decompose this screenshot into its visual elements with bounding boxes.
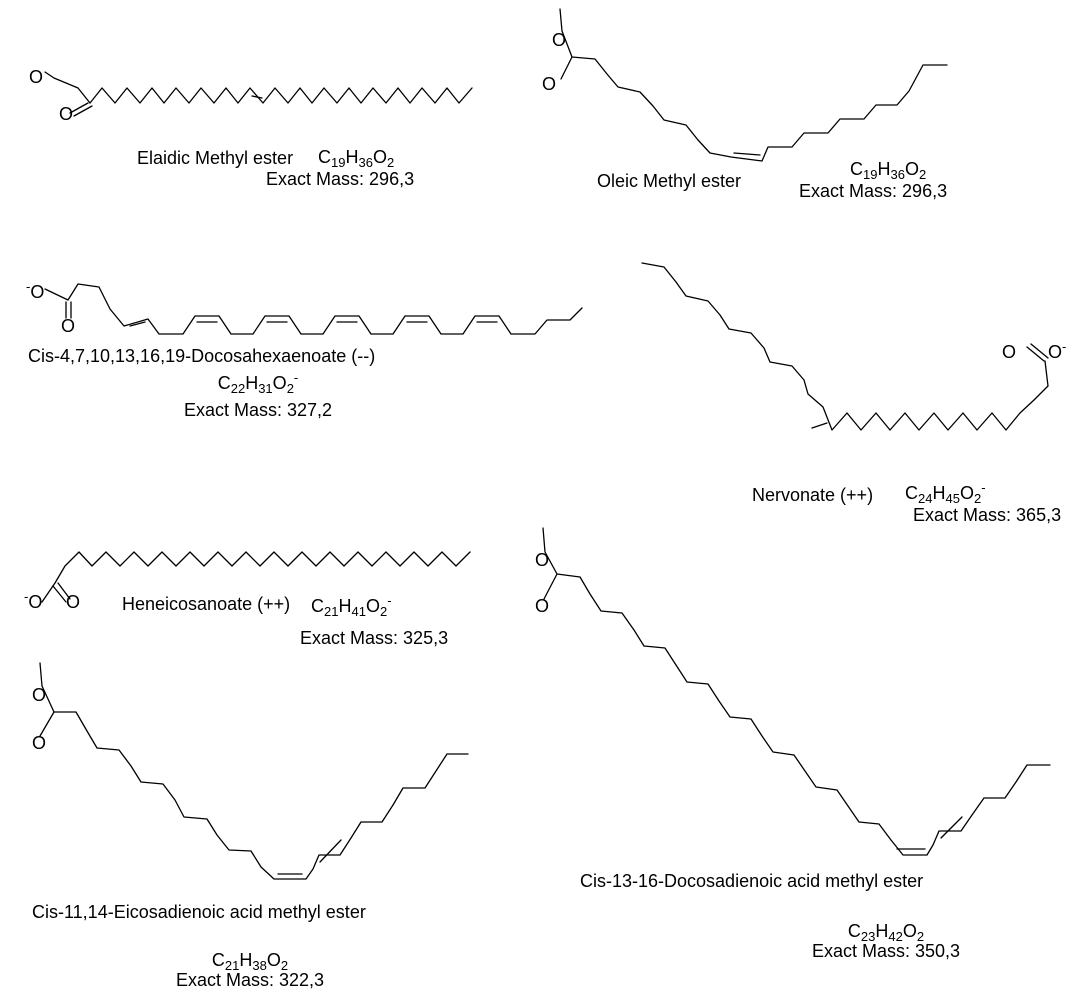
compound-name: Cis-4,7,10,13,16,19-Docosahexaenoate (--… bbox=[28, 346, 376, 366]
compound-formula: C19H36O2 bbox=[318, 147, 395, 170]
atom-oxygen-ester: O bbox=[535, 550, 550, 570]
structure-docosahexaenoate bbox=[44, 283, 583, 335]
compound-formula: C24H45O2- bbox=[905, 480, 986, 506]
atom-oxygen-anion: O- bbox=[1048, 339, 1067, 362]
compound-name: Elaidic Methyl ester bbox=[137, 148, 294, 168]
atom-oxygen-ester: O bbox=[552, 30, 567, 50]
atom-oxygen-carbonyl: O bbox=[66, 592, 81, 612]
compound-formula: C21H41O2- bbox=[311, 593, 392, 619]
compound-exact-mass: Exact Mass: 325,3 bbox=[300, 628, 449, 648]
structure-docosadienoic-methyl-ester bbox=[542, 527, 1051, 856]
compound-formula: C22H31O2- bbox=[217, 370, 299, 396]
atom-oxygen-anion: -O bbox=[24, 589, 43, 612]
compound-formula: C21H38O2 bbox=[211, 950, 289, 973]
atom-oxygen-carbonyl: O bbox=[32, 733, 47, 753]
structure-heneicosanoate bbox=[41, 551, 471, 603]
structure-nervonate bbox=[641, 262, 1049, 431]
compound-exact-mass: Exact Mass: 327,2 bbox=[183, 400, 333, 420]
atom-oxygen-anion: -O bbox=[26, 279, 45, 302]
compound-exact-mass: Exact Mass: 322,3 bbox=[175, 970, 325, 990]
atom-oxygen-carbonyl: O bbox=[1002, 342, 1017, 362]
compound-formula: C19H36O2 bbox=[850, 159, 927, 182]
structure-oleic-methyl-ester bbox=[559, 8, 948, 162]
compound-exact-mass: Exact Mass: 365,3 bbox=[913, 505, 1062, 525]
compound-name: Cis-11,14-Eicosadienoic acid methyl este… bbox=[32, 902, 366, 922]
compound-exact-mass: Exact Mass: 296,3 bbox=[266, 169, 415, 189]
atom-oxygen-carbonyl: O bbox=[535, 596, 550, 616]
atom-oxygen-carbonyl: O bbox=[61, 316, 76, 336]
compound-exact-mass: Exact Mass: 350,3 bbox=[811, 941, 961, 961]
atom-oxygen-carbonyl: O bbox=[542, 74, 557, 94]
compound-name: Heneicosanoate (++) bbox=[122, 594, 291, 614]
atom-oxygen-ester: O bbox=[32, 685, 47, 705]
compound-formula: C23H42O2 bbox=[847, 921, 925, 944]
atom-oxygen-ester: O bbox=[29, 67, 44, 87]
compound-name: Cis-13-16-Docosadienoic acid methyl este… bbox=[580, 871, 924, 891]
atom-oxygen-carbonyl: O bbox=[59, 104, 74, 124]
compound-name: Oleic Methyl ester bbox=[597, 171, 742, 191]
structure-elaidic-methyl-ester bbox=[44, 71, 473, 117]
structure-eicosadienoic-methyl-ester bbox=[39, 662, 469, 880]
compound-exact-mass: Exact Mass: 296,3 bbox=[799, 181, 948, 201]
compound-name: Nervonate (++) bbox=[752, 485, 874, 505]
